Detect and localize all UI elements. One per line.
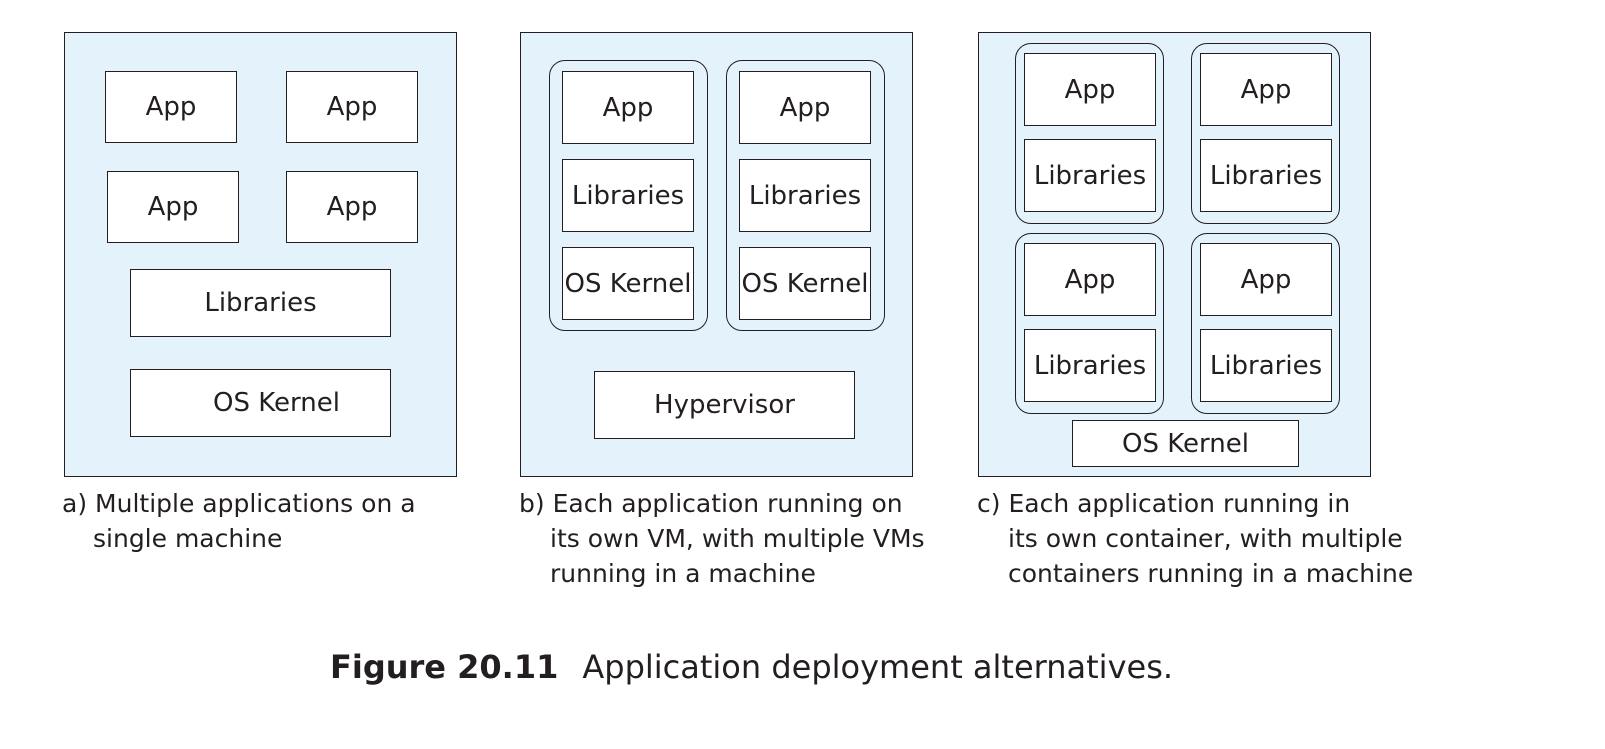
caption-c-prefix: c) [977,489,1001,518]
panel-containers: App Libraries App Libraries App Librarie… [978,32,1371,477]
caption-c: c) Each application running in its own c… [977,486,1413,591]
caption-c-line: its own container, with multiple [1008,524,1403,553]
libraries-box: Libraries [1200,329,1332,402]
container-group: App Libraries [1015,43,1164,224]
caption-b-line: Each application running on [552,489,903,518]
caption-b-line: its own VM, with multiple VMs [550,524,925,553]
libraries-box: Libraries [1024,329,1156,402]
caption-b-prefix: b) [519,489,545,518]
caption-a-line: Multiple applications on a [95,489,416,518]
app-box: App [739,71,871,144]
caption-a-line: single machine [93,524,283,553]
container-group: App Libraries [1191,43,1340,224]
app-box: App [286,71,418,143]
libraries-box: Libraries [130,269,391,337]
figure-caption: Figure 20.11 Application deployment alter… [330,648,1173,686]
container-group: App Libraries [1015,233,1164,414]
caption-c-line: Each application running in [1008,489,1351,518]
caption-a-prefix: a) [62,489,88,518]
os-kernel-box: OS Kernel [130,369,391,437]
figure-label: Figure 20.11 [330,648,559,686]
os-kernel-box: OS Kernel [739,247,871,320]
libraries-box: Libraries [1200,139,1332,212]
caption-c-line: containers running in a machine [1008,559,1414,588]
libraries-box: Libraries [1024,139,1156,212]
figure-title: Application deployment alternatives. [582,648,1174,686]
caption-b-line: running in a machine [550,559,816,588]
panel-single-machine: App App App App Libraries OS Kernel [64,32,457,477]
panel-virtual-machines: App Libraries OS Kernel App Libraries OS… [520,32,913,477]
container-group: App Libraries [1191,233,1340,414]
vm-group: App Libraries OS Kernel [726,60,885,331]
caption-b: b) Each application running on its own V… [519,486,925,591]
libraries-box: Libraries [739,159,871,232]
app-box: App [107,171,239,243]
app-box: App [562,71,694,144]
app-box: App [286,171,418,243]
caption-a: a) Multiple applications on a single mac… [62,486,416,556]
app-box: App [105,71,237,143]
libraries-box: Libraries [562,159,694,232]
vm-group: App Libraries OS Kernel [549,60,708,331]
app-box: App [1024,53,1156,126]
app-box: App [1200,243,1332,316]
os-kernel-box: OS Kernel [562,247,694,320]
os-kernel-box: OS Kernel [1072,420,1299,467]
app-box: App [1024,243,1156,316]
hypervisor-box: Hypervisor [594,371,855,439]
app-box: App [1200,53,1332,126]
